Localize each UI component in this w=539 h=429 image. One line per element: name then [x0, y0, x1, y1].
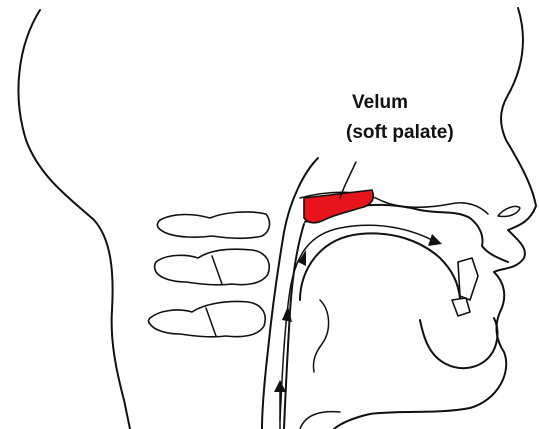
lower-jaw-outline: [420, 318, 497, 368]
vertebra-1: [157, 212, 269, 238]
nostril-shape: [498, 206, 520, 216]
lower-teeth-shape: [452, 298, 470, 316]
inspiration-arrowhead: [274, 380, 286, 392]
face-profile-outline: [334, 8, 536, 429]
airflow-arrowhead-mouth: [428, 234, 442, 246]
head-back-outline: [18, 10, 130, 429]
neck-front-outline: [300, 412, 340, 429]
epiglottis-outline: [313, 300, 328, 372]
soft-palate-label: (soft palate): [346, 122, 454, 143]
velum-label: Velum: [352, 92, 408, 113]
upper-teeth-shape: [458, 258, 478, 300]
airflow-arrow-path: [280, 225, 432, 420]
vertebra-3: [149, 301, 266, 336]
cervical-vertebrae: [149, 212, 270, 337]
vertebra-2: [155, 249, 270, 285]
